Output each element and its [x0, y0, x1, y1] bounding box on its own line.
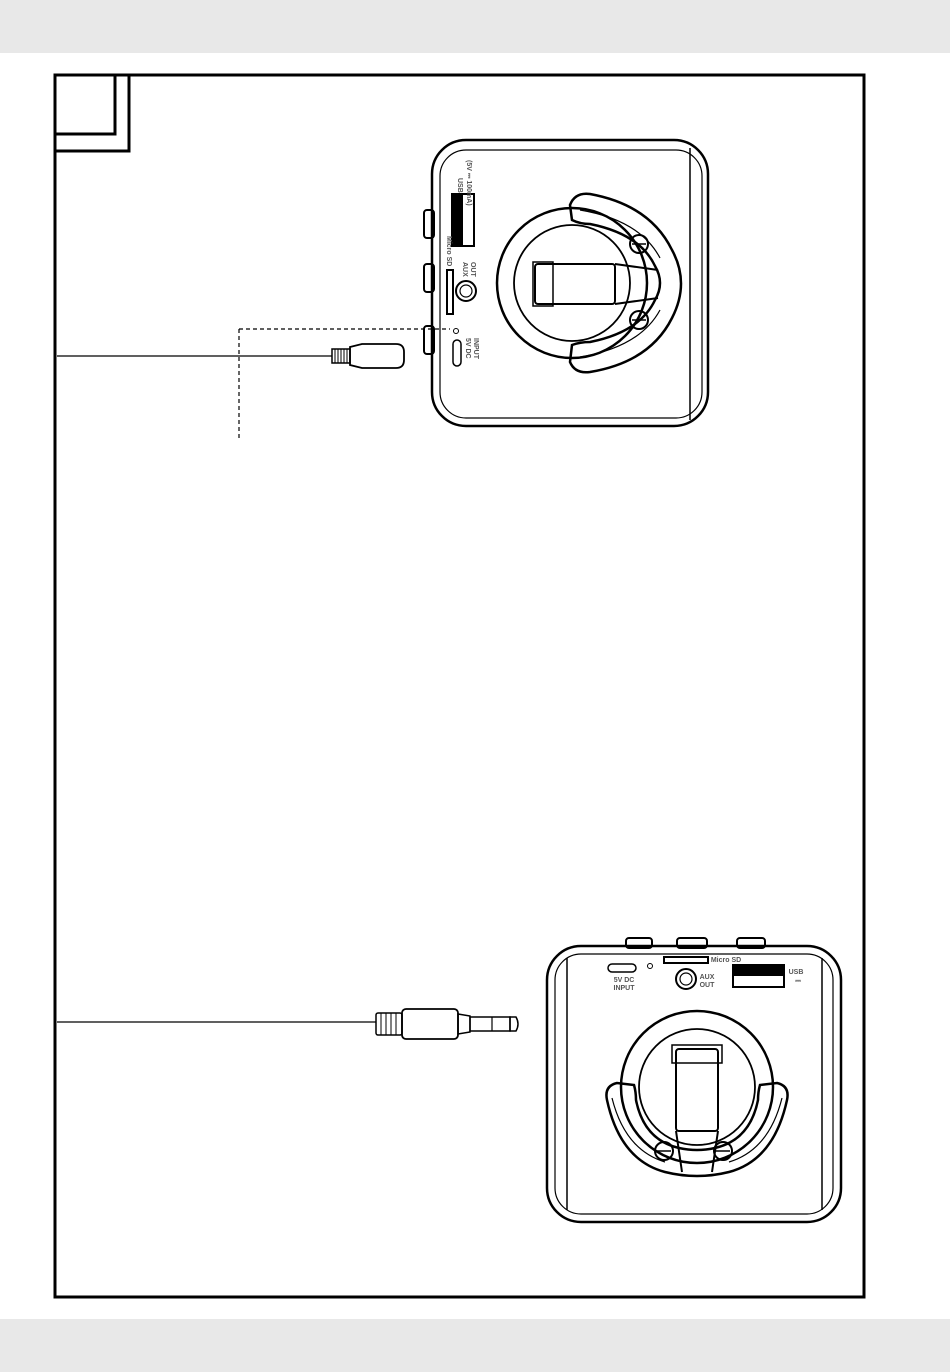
front-microsd-label: Micro SD — [711, 957, 741, 964]
usb-rating-label: (5V ⎓ 100mA) — [465, 160, 472, 206]
status-led — [454, 329, 459, 334]
led-indicator-line — [239, 329, 450, 438]
aux-cable — [57, 1009, 518, 1039]
aux-label-line1: AUX — [461, 262, 468, 277]
front-aux-out-port — [676, 969, 696, 989]
aux-label-line2: OUT — [469, 262, 476, 278]
dc-input-port — [453, 340, 461, 366]
front-microsd-slot — [664, 957, 708, 963]
aux-out-port — [456, 281, 476, 301]
front-usb-label: USB — [789, 969, 804, 976]
front-aux-label-line1: AUX — [700, 974, 715, 981]
aux-plug-pin — [470, 1017, 510, 1031]
dc-label-line1: 5V DC — [464, 338, 471, 359]
front-handle-latch — [676, 1049, 718, 1131]
front-aux-label-line2: OUT — [700, 982, 716, 989]
aux-strain-relief — [376, 1013, 402, 1035]
front-status-led — [648, 964, 653, 969]
speaker-front-body — [547, 946, 841, 1222]
figure-number-box — [55, 75, 115, 134]
usb-c-plug — [350, 344, 404, 368]
microsd-slot — [447, 270, 453, 314]
front-usb-symbol: ⎓ — [795, 978, 801, 985]
top-device-labels: USB (5V ⎓ 100mA) Micro SD AUX OUT 5V DC … — [445, 160, 479, 360]
dc-label-line2: INPUT — [472, 338, 479, 360]
front-dc-label-line1: 5V DC — [614, 977, 635, 984]
diagram-frame — [55, 75, 864, 1297]
microsd-label: Micro SD — [445, 236, 452, 266]
strap-mount-ring — [497, 208, 647, 358]
handle-latch — [535, 264, 615, 304]
u-clamp — [570, 194, 681, 373]
front-dc-label-line2: INPUT — [614, 985, 636, 992]
speaker-body-inner-edge — [440, 150, 702, 418]
front-strap-mount-ring — [621, 1011, 773, 1163]
aux-plug-body — [402, 1009, 458, 1039]
usb-c-cable — [57, 344, 404, 368]
front-dc-input-port — [608, 964, 636, 972]
usb-label: USB — [456, 178, 463, 193]
